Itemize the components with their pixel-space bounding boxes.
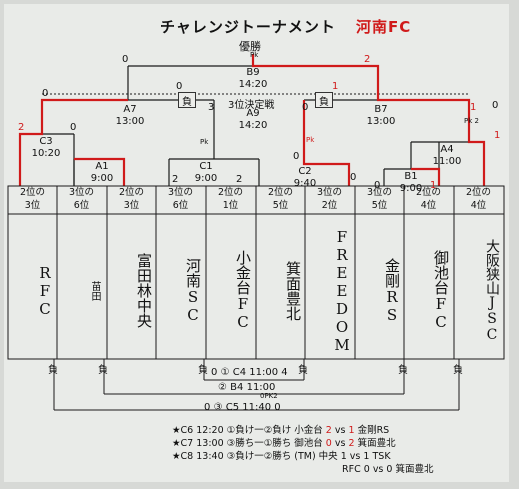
team-1: RFC	[36, 263, 54, 318]
team-3: 富田林中央	[135, 253, 153, 328]
pk-c1: Pk	[200, 138, 209, 146]
title-suffix: 河南FC	[356, 18, 412, 36]
consolation-2: ② B4 11:00	[218, 382, 276, 393]
lose-mark-1: 負	[48, 365, 58, 376]
lose-mark-left: 負	[178, 92, 196, 108]
champion-label: 優勝	[239, 40, 261, 53]
team-10: 大阪狭山JSC	[484, 238, 500, 343]
team-2: 苗田	[89, 280, 100, 301]
pk-a4: Pk 2	[464, 117, 479, 125]
score-b1-left: 0	[374, 180, 381, 191]
lose-mark-4: 負	[298, 365, 308, 376]
consolation-3-pk: 0PK2	[260, 392, 278, 400]
score-c3-right: 0	[70, 122, 77, 133]
team-6: 箕面豊北	[284, 260, 302, 321]
team-5: 小金台FC	[234, 250, 252, 331]
extra-match-c7: ★C7 13:00 ③勝ち一①勝ち 御池台 0 vs 2 箕面豊北	[172, 438, 396, 449]
pk-c2: Pk	[306, 136, 315, 144]
tournament-sheet: { "title": "チャレンジトーナメント", "title_suffix"…	[4, 4, 509, 482]
lose-mark-5: 負	[398, 365, 408, 376]
score-a7-right: 3	[208, 102, 215, 113]
score-c3-left: 2	[18, 122, 25, 133]
score-b7-right: 1	[470, 102, 477, 113]
score-final-left: 0	[122, 54, 129, 65]
team-4: 河南SC	[184, 257, 202, 324]
score-a4-left: 0	[492, 100, 499, 111]
lose-mark-2: 負	[98, 365, 108, 376]
score-final-right: 2	[364, 54, 371, 65]
score-c1-right: 2	[236, 174, 243, 185]
score-third-right: 1	[332, 81, 339, 92]
score-a7-left: 0	[42, 88, 49, 99]
lose-mark-3: 負	[198, 365, 208, 376]
lose-mark-right: 負	[315, 92, 333, 108]
team-8: 金剛RS	[383, 257, 401, 324]
lose-mark-6: 負	[453, 365, 463, 376]
extra-matches: ★C6 12:20 ①負け一②負け 小金台 2 vs 1 金剛RS ★C7 13…	[172, 424, 434, 476]
extra-match-c8: ★C8 13:40 ③負け一②勝ち (TM) 中央 1 vs 1 TSK	[172, 451, 391, 462]
score-b7-left: 0	[302, 102, 309, 113]
team-7: FREEDOM	[333, 227, 351, 354]
extra-match-c6: ★C6 12:20 ①負け一②負け 小金台 2 vs 1 金剛RS	[172, 425, 390, 436]
score-b1-right: 1	[430, 180, 437, 191]
score-a4-right: 1	[494, 130, 501, 141]
third-place-label: 3位決定戦	[228, 100, 275, 111]
extra-note: RFC 0 vs 0 箕面豊北	[342, 464, 434, 475]
score-c2-left: 0	[293, 151, 300, 162]
score-c2-right: 0	[350, 172, 357, 183]
score-third-left: 0	[176, 81, 183, 92]
consolation-3: 0 ③ C5 11:40 0	[204, 402, 281, 413]
consolation-1: 0 ① C4 11:00 4	[211, 367, 288, 378]
team-9: 御池台FC	[432, 250, 450, 331]
page-title: チャレンジトーナメント	[160, 18, 336, 36]
score-c1-left: 2	[172, 174, 179, 185]
champion-pk: Pk	[250, 51, 259, 59]
